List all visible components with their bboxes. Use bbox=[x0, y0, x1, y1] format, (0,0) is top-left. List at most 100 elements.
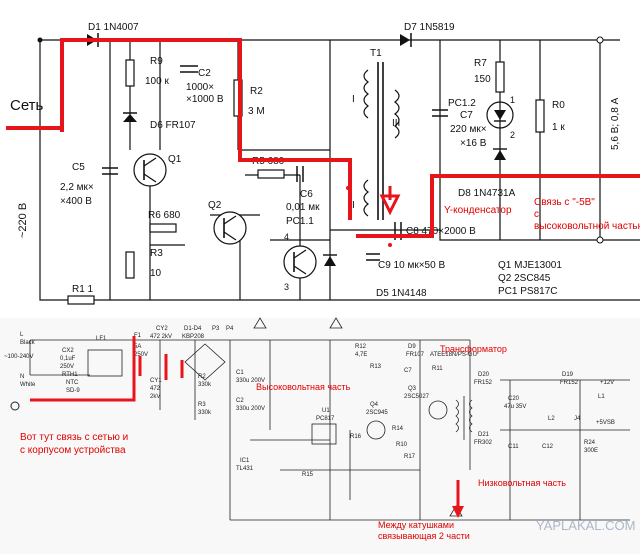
c2-value-2: ×1000 В bbox=[186, 94, 224, 105]
warning-icon bbox=[329, 317, 343, 329]
c2-capacitor-icon bbox=[180, 65, 198, 73]
c2-value-1: 1000× bbox=[186, 82, 214, 93]
cx2-volt: 250V bbox=[60, 364, 74, 370]
c5-value-2: ×400 В bbox=[60, 196, 92, 207]
r3-b-value: 330k bbox=[198, 410, 212, 416]
t1-label: T1 bbox=[370, 48, 382, 59]
watermark: YAPLAKAL.COM bbox=[536, 518, 635, 533]
q1-transistor-icon bbox=[133, 153, 167, 187]
r7-label: R7 bbox=[474, 58, 487, 69]
d19-label: D19 bbox=[562, 372, 574, 378]
l1-label: L1 bbox=[598, 394, 605, 400]
output-terminal-minus bbox=[596, 236, 604, 244]
winding-iii: III bbox=[392, 118, 400, 129]
r11-label: R11 bbox=[432, 366, 443, 372]
v5-label: +5VSB bbox=[596, 420, 615, 426]
f1-label: F1 bbox=[134, 333, 142, 339]
r9-label: R9 bbox=[150, 56, 163, 67]
r10-label: R10 bbox=[396, 442, 408, 448]
note-5v-link: Связь с "-5В" с высоковольтной частью bbox=[534, 197, 640, 232]
ic1-part: TL431 bbox=[236, 466, 254, 472]
r13-label: R13 bbox=[370, 364, 382, 370]
d1-label: D1 1N4007 bbox=[88, 22, 139, 33]
sd9-label: SD-9 bbox=[66, 388, 80, 394]
r2-label: R2 bbox=[250, 86, 263, 97]
r24-value: 300E bbox=[584, 448, 598, 454]
d9-label: D9 bbox=[408, 344, 416, 350]
c7-b-label: C7 bbox=[404, 368, 412, 374]
r9-value: 100 к bbox=[145, 76, 169, 87]
warning-icon bbox=[253, 317, 267, 329]
c7-value-1: 220 мк× bbox=[450, 124, 487, 135]
c2-b-value: 330u 200V bbox=[236, 406, 265, 412]
c5-label: C5 bbox=[72, 162, 85, 173]
c7-value-2: ×16 В bbox=[460, 138, 487, 149]
pin-1: 1 bbox=[510, 95, 515, 105]
bottom-red-markup bbox=[30, 336, 464, 518]
pc1-part: PC1 PS817C bbox=[498, 286, 557, 297]
j4-label: J4 bbox=[574, 416, 581, 422]
c2-label: C2 bbox=[198, 68, 211, 79]
r2-value: 3 М bbox=[248, 106, 265, 117]
note-left: Вот тут связь с сетью и с корпусом устро… bbox=[20, 432, 131, 456]
q3-transistor-icon bbox=[428, 400, 448, 420]
r7-value: 150 bbox=[474, 74, 491, 85]
q1-label: Q1 bbox=[168, 154, 182, 165]
l-sub: Black bbox=[20, 340, 36, 346]
input-voltage-label: ~220 В bbox=[17, 203, 29, 238]
n-sub: White bbox=[20, 382, 36, 388]
q2-part: Q2 2SC845 bbox=[498, 273, 551, 284]
c6-capacitor-icon bbox=[296, 166, 304, 182]
d7-label: D7 1N5819 bbox=[404, 22, 455, 33]
c20-label: C20 bbox=[508, 396, 520, 402]
c8-label: C8 470×2000 В bbox=[406, 226, 476, 237]
input-node-top bbox=[37, 37, 43, 43]
d9-part: FR107 bbox=[406, 352, 425, 358]
p4-label: P4 bbox=[226, 326, 234, 332]
c11-label: C11 bbox=[508, 444, 519, 450]
d8-label: D8 1N4731A bbox=[458, 188, 516, 199]
ntc-label: NTC bbox=[66, 380, 79, 386]
r12-value: 4,7E bbox=[355, 352, 367, 358]
r0-label: R0 bbox=[552, 100, 565, 111]
r3-resistor bbox=[125, 251, 135, 279]
bridge-part: KBP208 bbox=[182, 334, 205, 340]
p3-label: P3 bbox=[212, 326, 220, 332]
t1-part: ATEE18N/PS-GU bbox=[430, 352, 477, 358]
lf1-label: LF1 bbox=[96, 336, 107, 342]
d7-diode-icon bbox=[400, 33, 412, 47]
cy2-value: 472 2kV bbox=[150, 334, 172, 340]
range-label: ~100-240V bbox=[4, 354, 34, 360]
c5-value-1: 2,2 мк× bbox=[60, 182, 94, 193]
bridge-rectifier-icon bbox=[184, 343, 226, 381]
red-arrow-down-icon bbox=[452, 506, 464, 518]
cy1-volt: 2kV bbox=[150, 394, 160, 400]
pin-4: 4 bbox=[284, 232, 289, 242]
r1-label: R1 1 bbox=[72, 284, 94, 295]
r0-resistor bbox=[535, 99, 545, 133]
led-icon bbox=[486, 101, 514, 129]
fr302-label: FR302 bbox=[474, 440, 493, 446]
d5-diode-icon bbox=[323, 254, 337, 266]
winding-i-top: I bbox=[352, 94, 355, 105]
c20-value: 47u 35V bbox=[504, 404, 526, 410]
top-red-markup bbox=[6, 38, 640, 247]
cy2-label: CY2 bbox=[156, 326, 168, 332]
d21-label: D21 bbox=[478, 432, 490, 438]
u1-part: PC817 bbox=[316, 416, 335, 422]
top-schematic: D1 1N4007 R9 100 к C2 1000× ×1000 В R2 3… bbox=[17, 22, 640, 305]
cy1-value: 472 bbox=[150, 386, 161, 392]
pin-2: 2 bbox=[510, 130, 515, 140]
c7-label: C7 bbox=[460, 110, 473, 121]
c5-capacitor-icon bbox=[102, 167, 118, 175]
r0-value: 1 к bbox=[552, 122, 565, 133]
c7-capacitor-icon bbox=[432, 109, 448, 117]
c1-b-label: C1 bbox=[236, 370, 244, 376]
note-bottom: Между катушками связывающая 2 части bbox=[378, 520, 470, 541]
r7-resistor bbox=[495, 61, 505, 93]
d6-diode-icon bbox=[123, 112, 137, 122]
y-capacitor-label: Y-конденсатор bbox=[444, 205, 512, 216]
output-terminal-plus bbox=[596, 36, 604, 44]
q4-label: Q4 bbox=[370, 402, 379, 408]
